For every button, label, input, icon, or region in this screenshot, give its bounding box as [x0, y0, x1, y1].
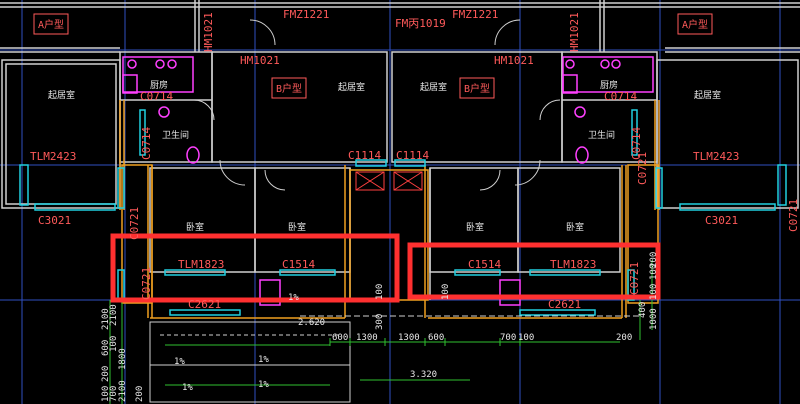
highlight-box-right [407, 242, 661, 300]
room-kitchen-right: 厨房 [600, 79, 618, 91]
slope-2: 1% [258, 355, 269, 365]
unit-label-boxes [33, 13, 713, 99]
tag-c1514-left: C1514 [282, 258, 315, 271]
room-kitchen-left: 厨房 [150, 79, 168, 91]
dim-2100: 2100 [101, 308, 111, 330]
dim-600a: 600 [332, 333, 348, 343]
tag-hm-v-right: HM1021 [568, 12, 581, 52]
slope-1: 1% [174, 357, 185, 367]
tag-c0721-v3: C0721 [636, 152, 649, 185]
unit-b-right: B户型 [464, 82, 490, 95]
doors-fixtures [122, 56, 654, 306]
tag-tlm1823-left: TLM1823 [178, 258, 224, 271]
dim-100v2: 100 [441, 284, 451, 300]
dim-2620: 2.620 [298, 318, 325, 328]
tag-hm-v-left: HM1021 [202, 12, 215, 52]
dim-300v: 300 [375, 314, 385, 330]
tag-tlm2423-left: TLM2423 [30, 150, 76, 163]
dim-200: 200 [616, 333, 632, 343]
windows [19, 109, 787, 316]
tag-tlm1823-right: TLM1823 [550, 258, 596, 271]
highlight-boxes [110, 233, 661, 303]
tag-c0721-v4: C0721 [628, 262, 641, 295]
dim-400: 400 [638, 302, 648, 318]
tag-c3021-right: C3021 [705, 214, 738, 227]
dim-100r2: 100 [649, 264, 659, 280]
dim-100l2: 100 [101, 386, 111, 402]
tag-c2621-right: C2621 [548, 298, 581, 311]
room-bed-3: 卧室 [466, 221, 484, 233]
dim-100a: 100 [518, 333, 534, 343]
tag-fmz-left: FMZ1221 [283, 8, 329, 21]
room-living-b-right: 起居室 [420, 81, 447, 93]
tag-c0714-right: C0714 [604, 90, 637, 103]
tag-c0721-v2: C0721 [140, 267, 153, 300]
tag-c1514-right: C1514 [468, 258, 501, 271]
dim-100v: 100 [375, 284, 385, 300]
tag-c0714-v-right: C0714 [630, 127, 643, 160]
slope-4: 1% [258, 380, 269, 390]
tag-c1114-right: C1114 [396, 149, 429, 162]
tag-hm-h-right: HM1021 [494, 54, 534, 67]
tag-c3021-left: C3021 [38, 214, 71, 227]
unit-a-right: A户型 [682, 18, 708, 31]
stair-marks [355, 171, 423, 191]
dim-600b: 600 [428, 333, 444, 343]
dim-2100c: 2100 [118, 380, 128, 402]
room-living-far-right: 起居室 [694, 89, 721, 101]
tag-c2621-left: C2621 [188, 298, 221, 311]
dim-700: 700 [500, 333, 516, 343]
tag-tlm2423-right: TLM2423 [693, 150, 739, 163]
tag-c1114-left: C1114 [348, 149, 381, 162]
dim-1800: 1800 [118, 348, 128, 370]
dim-1000: 1000 [649, 308, 659, 330]
top-wall-lines [0, 0, 800, 53]
room-bath-left: 卫生间 [162, 129, 189, 141]
room-bed-1: 卧室 [186, 221, 204, 233]
dim-2100b: 2100 [109, 304, 119, 326]
room-bed-2: 卧室 [288, 221, 306, 233]
dim-1300a: 1300 [356, 333, 378, 343]
dim-200l: 200 [101, 366, 111, 382]
room-living-far-left: 起居室 [48, 89, 75, 101]
tag-c0714-left: C0714 [140, 90, 173, 103]
door-swings [193, 19, 561, 191]
tag-c0721-v1: C0721 [128, 207, 141, 240]
room-bath-right: 卫生间 [588, 129, 615, 141]
dim-3320: 3.320 [410, 370, 437, 380]
dim-700l: 700 [109, 386, 119, 402]
dim-600c: 600 [101, 340, 111, 356]
tag-c0721-v5: C0721 [787, 199, 800, 232]
tag-fmz-right: FMZ1221 [452, 8, 498, 21]
dim-100l: 100 [109, 336, 119, 352]
tag-fmb: FM丙1019 [395, 17, 446, 30]
unit-a-left: A户型 [38, 18, 64, 31]
dim-100r: 100 [649, 284, 659, 300]
slope-5: 1% [288, 293, 299, 303]
tag-c0714-v-left: C0714 [140, 127, 153, 160]
slope-3: 1% [182, 383, 193, 393]
dim-200l2: 200 [135, 386, 145, 402]
dim-1300b: 1300 [398, 333, 420, 343]
room-living-b-left: 起居室 [338, 81, 365, 93]
tag-hm-h-left: HM1021 [240, 54, 280, 67]
highlight-box-left [110, 233, 400, 303]
room-bed-4: 卧室 [566, 221, 584, 233]
beam-lines [119, 100, 660, 319]
terrace-area [149, 315, 640, 403]
unit-b-left: B户型 [276, 82, 302, 95]
dim-200r: 200 [649, 252, 659, 268]
